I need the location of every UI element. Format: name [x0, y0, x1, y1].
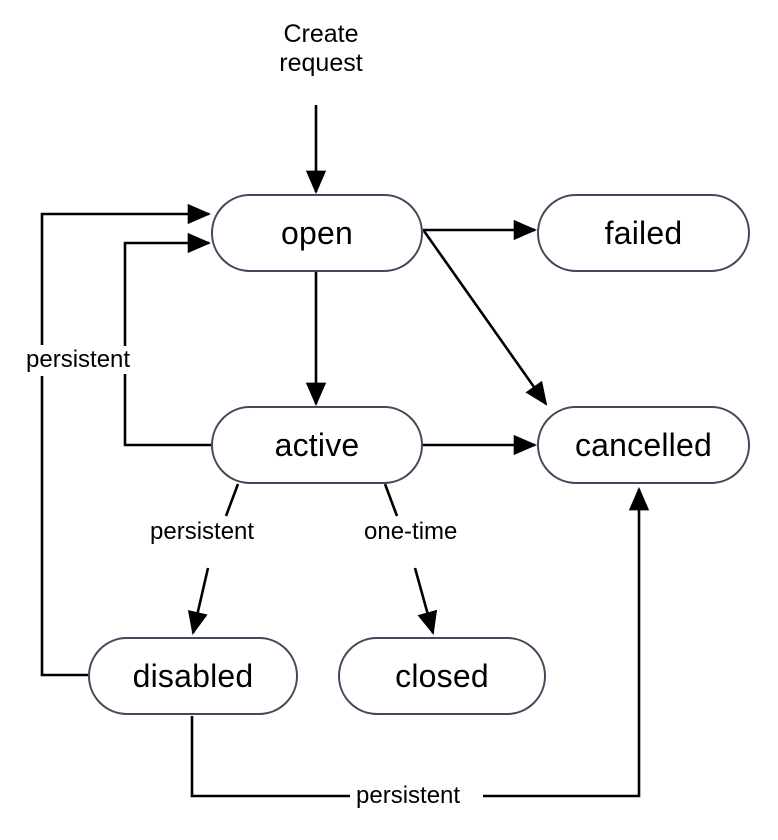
edge-open-to-cancelled — [422, 230, 548, 406]
edge-label-one-time: one-time — [360, 518, 462, 546]
edge-label-persistent-active-to-disabled: persistent — [146, 518, 259, 546]
edge-active-to-open — [123, 232, 212, 447]
state-label-open: open — [281, 215, 353, 251]
edge-disabled-to-cancelled-left — [190, 716, 350, 798]
edge-disabled-to-cancelled-right — [483, 486, 650, 798]
state-node-disabled[interactable]: disabled — [88, 637, 298, 715]
state-label-closed: closed — [395, 658, 489, 694]
state-node-cancelled[interactable]: cancelled — [537, 406, 750, 484]
edge-label-create-request-line1: Create — [283, 20, 359, 48]
edge-active-to-closed — [413, 567, 438, 636]
edge-label-create-request: Create request — [255, 20, 387, 78]
edge-active-to-disabled-stub — [224, 483, 240, 517]
edge-disabled-to-open-lower — [40, 376, 88, 677]
edge-label-persistent-bottom: persistent — [352, 782, 465, 810]
state-node-active[interactable]: active — [211, 406, 423, 484]
edge-disabled-to-open-upper — [40, 203, 212, 345]
state-label-disabled: disabled — [132, 658, 254, 694]
state-node-failed[interactable]: failed — [537, 194, 750, 272]
state-label-failed: failed — [604, 215, 683, 251]
state-label-cancelled: cancelled — [574, 427, 712, 463]
edge-label-create-request-line2: request — [279, 48, 363, 77]
state-node-open[interactable]: open — [211, 194, 423, 272]
state-node-closed[interactable]: closed — [338, 637, 546, 715]
edge-active-to-disabled — [187, 567, 210, 636]
edge-active-to-closed-stub — [383, 483, 399, 517]
state-label-active: active — [274, 427, 360, 463]
edge-label-persistent-disabled-to-open: persistent — [22, 346, 135, 374]
